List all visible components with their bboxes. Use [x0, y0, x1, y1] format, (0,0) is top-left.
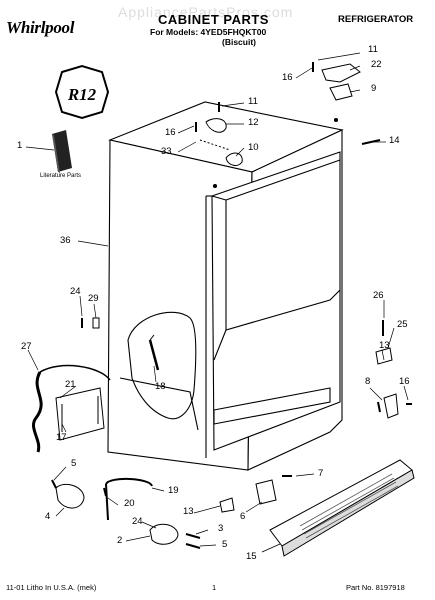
watermark: AppliancePartsPros.com — [118, 4, 294, 20]
literature-label: Literature Parts — [40, 173, 82, 179]
callout-29: 29 — [88, 293, 99, 304]
brand-logo: Whirlpool — [6, 18, 75, 37]
callout-5-bottom: 5 — [222, 539, 228, 550]
callout-7: 7 — [318, 468, 324, 479]
callout-16-top: 16 — [282, 72, 293, 83]
category-label: REFRIGERATOR — [338, 14, 414, 25]
bottom-center-parts — [219, 475, 292, 513]
callout-1: 1 — [17, 140, 23, 151]
callout-2: 2 — [117, 535, 123, 546]
literature-booklet — [52, 130, 72, 173]
callout-20: 20 — [124, 498, 135, 509]
callout-6: 6 — [240, 511, 246, 522]
footer-part-number: Part No. 8197918 — [346, 583, 405, 592]
callout-15: 15 — [246, 551, 257, 562]
r12-logo: R12 — [54, 64, 110, 120]
right-side-parts — [375, 320, 412, 419]
footer-page-number: 1 — [212, 583, 217, 592]
footer-litho: 11-01 Litho In U.S.A. (mek) — [6, 583, 97, 592]
top-hinge — [312, 62, 361, 101]
callout-11-mid: 11 — [248, 96, 258, 107]
callout-22: 22 — [371, 59, 382, 70]
callout-13-right: 13 — [379, 340, 390, 351]
callout-5-top: 5 — [71, 458, 77, 469]
callout-27: 27 — [21, 341, 32, 352]
toe-grille — [269, 459, 415, 557]
callout-24-bottom: 24 — [132, 516, 143, 527]
callout-16-right: 16 — [399, 376, 410, 387]
callout-36: 36 — [60, 235, 71, 246]
callout-18: 18 — [155, 381, 166, 392]
callout-19: 19 — [168, 485, 179, 496]
callout-26: 26 — [373, 290, 384, 301]
callout-12: 12 — [248, 117, 259, 128]
callout-11-top: 11 — [368, 44, 378, 55]
callout-13-bottom: 13 — [183, 506, 194, 517]
model-number: For Models: 4YED5FHQKT00 — [150, 27, 267, 37]
callout-14: 14 — [389, 135, 400, 146]
callout-17: 17 — [56, 432, 67, 443]
callout-9: 9 — [371, 83, 377, 94]
r12-logo-text: R12 — [67, 85, 97, 104]
page-title: CABINET PARTS — [158, 12, 269, 27]
callout-10: 10 — [248, 142, 259, 153]
callout-21: 21 — [65, 379, 76, 390]
callout-24-left: 24 — [70, 286, 81, 297]
callout-4: 4 — [45, 511, 51, 522]
callout-33: 33 — [161, 146, 172, 157]
bottom-left-parts — [51, 478, 201, 549]
callout-25: 25 — [397, 319, 408, 330]
left-screws — [81, 317, 100, 329]
center-hinge — [195, 102, 243, 166]
callout-16-mid: 16 — [165, 127, 176, 138]
color-label: (Biscuit) — [222, 37, 256, 47]
callout-8: 8 — [365, 376, 371, 387]
callout-3: 3 — [218, 523, 224, 534]
cabinet — [107, 101, 344, 471]
leader-lines — [25, 52, 409, 553]
power-cord — [32, 364, 111, 453]
